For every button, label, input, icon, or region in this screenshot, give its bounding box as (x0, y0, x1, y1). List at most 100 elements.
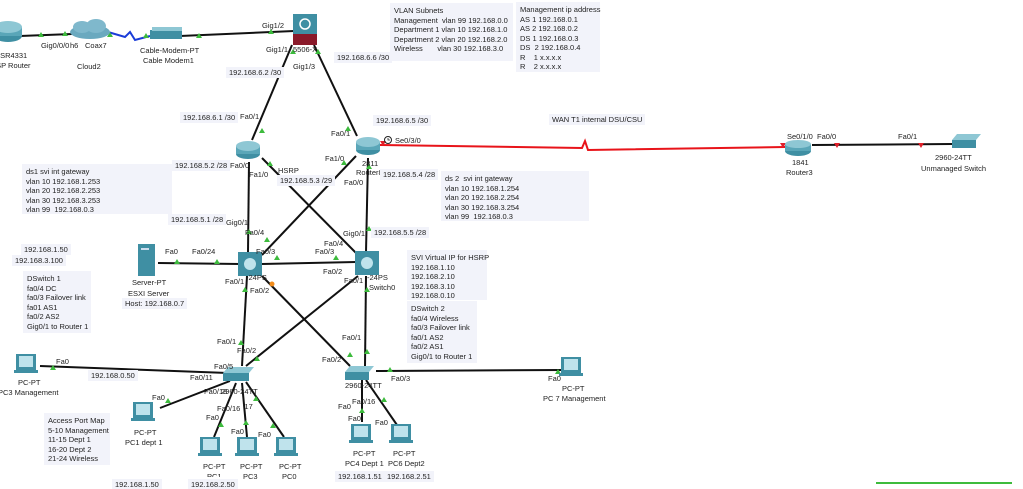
note-line: vlan 99 192.168.0.3 (445, 212, 513, 221)
pc4-icon[interactable] (349, 424, 373, 443)
note-line: 192.168.3.10 (411, 281, 455, 291)
coax-cable[interactable] (107, 30, 151, 42)
cable-as1-pc1[interactable] (159, 380, 231, 409)
note-line: DS 2 192.168.0.4 (520, 43, 581, 52)
port-label: Fa0/2 (323, 267, 343, 276)
ip-label: 192.168.3.100 (12, 255, 66, 266)
isp-router-icon[interactable] (0, 21, 22, 42)
server-model: Server-PT (132, 278, 167, 287)
note-line: fa01 AS1 (27, 302, 58, 312)
router3-icon[interactable] (785, 140, 811, 156)
as1-model: 2960-24TT (221, 387, 258, 396)
port-label: Gig1/3 (293, 62, 316, 71)
note-dswitch2: DSwitch 2 fa0/4 Wireless fa0/3 Failover … (407, 301, 477, 363)
port-label: Fa0/18 (204, 387, 228, 396)
pcb1-name: PC1 (207, 472, 222, 477)
port-label: Fa0/1 (342, 333, 362, 342)
note-line: Gig0/1 to Router 1 (411, 351, 473, 361)
mls1-icon[interactable] (238, 252, 262, 276)
ip-label: 192.168.1.50 (21, 244, 71, 255)
cable-asa-r1[interactable] (251, 44, 293, 141)
pc7-icon[interactable] (559, 357, 583, 376)
note-line: 16-20 Dept 2 (48, 444, 92, 454)
note-svi-virtual-ip: SVI Virtual IP for HSRP 192.168.1.10 192… (407, 250, 489, 300)
cable-r8-sw0[interactable] (365, 157, 369, 253)
note-ds2-gateway: ds 2 svi int gateway vlan 10 192.168.1.2… (441, 171, 589, 221)
cloud-icon[interactable] (70, 19, 110, 39)
pc-icons (14, 354, 583, 456)
port-label: Fa0 (258, 430, 271, 439)
cable-server-mls1[interactable] (157, 262, 241, 265)
port-label: Fa0/1 (898, 132, 918, 141)
router1-icon[interactable] (236, 141, 260, 159)
asa-firewall-icon[interactable] (293, 14, 317, 45)
unmanaged-switch-icon[interactable] (952, 134, 981, 148)
pcb2-name: PC3 (243, 472, 258, 481)
port-label: h6 (70, 41, 79, 50)
asa-model: 5506-X (293, 45, 318, 54)
cable-modem-name: Cable Modem1 (143, 56, 194, 65)
pcb3-icon[interactable] (274, 437, 298, 456)
cable-r1-mls1[interactable] (247, 161, 250, 253)
note-line: Management vlan 99 192.168.0.0 (394, 15, 508, 25)
pc3-model: PC-PT (18, 378, 41, 387)
cable-as1-pcb3[interactable] (245, 381, 285, 438)
cable-sw0-as1[interactable] (245, 275, 359, 367)
ip-label: 192.168.0.50 (88, 370, 138, 381)
cable-as1-pc3[interactable] (39, 365, 229, 374)
cable-as1-pcb2[interactable] (241, 382, 248, 438)
note-line: AS 1 192.168.0.1 (520, 14, 578, 24)
cable-mls1-as2[interactable] (261, 275, 351, 367)
cable-asa-r8[interactable] (313, 44, 358, 137)
serial-wan-cable[interactable] (379, 138, 786, 152)
note-title: DSwitch 1 (27, 274, 61, 283)
pc6-icon[interactable] (389, 424, 413, 443)
unmanaged-switch-name: Unmanaged Switch (921, 164, 987, 173)
cable-as1-pcb1[interactable] (213, 382, 237, 438)
note-line: fa0/4 Wireless (411, 313, 459, 323)
cable-r1-sw0[interactable] (261, 157, 359, 256)
port-label: Fa0/1 (225, 277, 245, 286)
note-access-port-map: Access Port Map 5-10 Management 11-15 De… (44, 413, 110, 465)
cable-modem-icon[interactable] (150, 27, 182, 39)
port-label: Fa0 (152, 393, 165, 402)
ip-label: 192.168.5.3 /29 (277, 175, 336, 186)
cable-modem-asa[interactable] (179, 30, 295, 37)
port-label: Fa1/0 (325, 154, 345, 163)
cable-router3-switch[interactable] (811, 143, 953, 146)
link-pending-light (269, 281, 275, 287)
cable-mls1-sw0[interactable] (261, 261, 357, 265)
port-label: Fa0/1 (217, 337, 237, 346)
pc1-icon[interactable] (131, 402, 155, 421)
as2-switch-icon[interactable] (345, 366, 374, 380)
port-label: Se0/1/0 (787, 132, 813, 141)
note-line: AS 2 192.168.0.2 (520, 24, 578, 33)
note-title: DSwitch 2 (411, 304, 445, 313)
pc6-model: PC-PT (393, 449, 416, 458)
note-line: 192.168.1.10 (411, 262, 455, 272)
pcb2-icon[interactable] (235, 437, 259, 456)
server-icon[interactable] (138, 244, 155, 276)
note-line: fa0/2 AS1 (411, 342, 444, 351)
pcb3-model: PC-PT (279, 462, 302, 471)
router8-icon[interactable] (356, 137, 380, 155)
note-line: 192.168.0.10 (411, 291, 455, 300)
note-line: Department 2 vlan 20 192.168.2.0 (394, 34, 508, 44)
port-label: Fa0 (338, 402, 351, 411)
note-line: fa0/3 Failover link (411, 323, 470, 332)
ip-label: 192.168.5.4 /28 (380, 169, 439, 180)
port-label: Fa0/3 (256, 247, 276, 256)
cable-as2-pc6[interactable] (365, 379, 398, 426)
pc3-icon[interactable] (14, 354, 38, 373)
cable-as2-pc7[interactable] (375, 369, 563, 372)
as1-switch-icon[interactable] (223, 367, 254, 381)
router3-name: Router3 (786, 168, 813, 177)
ip-label: 192.168.5.1 /28 (168, 214, 227, 225)
port-label: Fa1/0 (249, 170, 269, 179)
switch0-icon[interactable] (355, 251, 379, 275)
note-ds1-gateway: ds1 svi int gateway vlan 10 192.168.1.25… (22, 164, 172, 214)
port-label: Gig0/1 (343, 229, 366, 238)
cable-r8-mls1[interactable] (261, 155, 357, 256)
pcb1-icon[interactable] (198, 437, 222, 456)
